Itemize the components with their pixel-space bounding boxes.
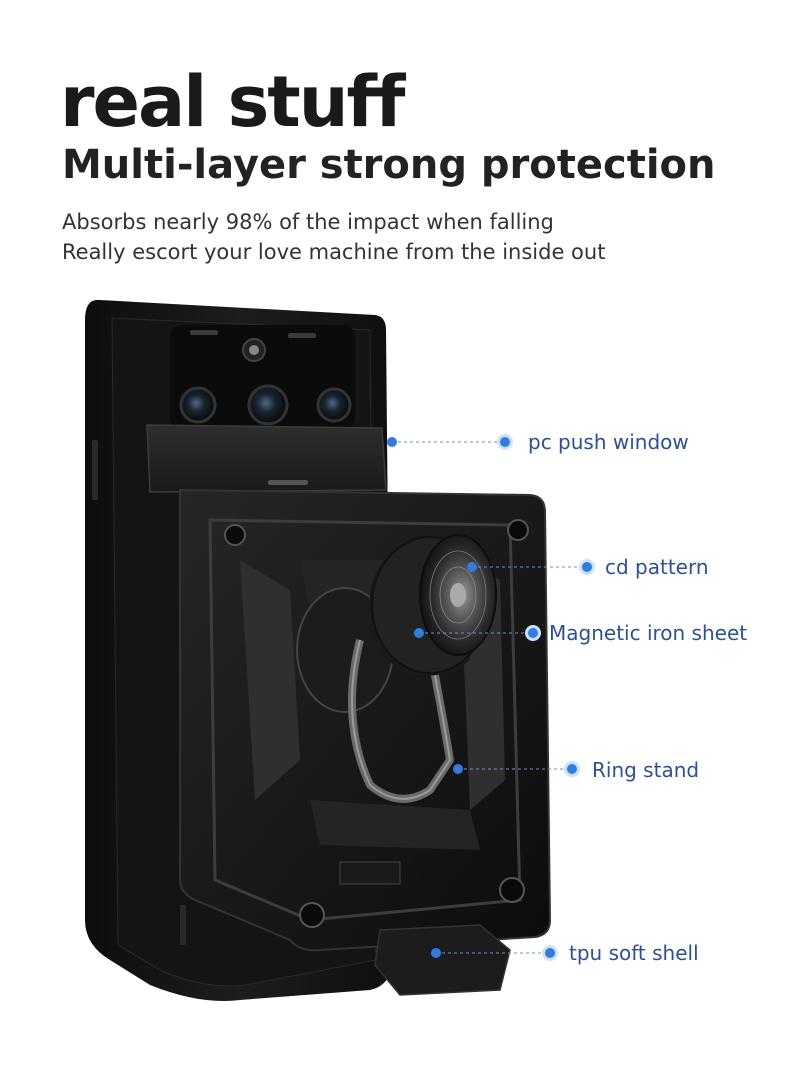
pc-push-window	[146, 424, 387, 493]
callout-label-ring-stand: Ring stand	[592, 758, 700, 782]
callout-dot-pc-push-window	[387, 434, 513, 450]
ring-stand	[348, 639, 454, 803]
tpu-soft-shell	[374, 924, 511, 996]
callout-dot-tpu-soft-shell	[431, 945, 558, 961]
subheadline: Multi-layer strong protection	[62, 142, 716, 188]
callout-dot-cd-pattern	[467, 559, 595, 575]
callout-label-pc-push-window: pc push window	[528, 430, 689, 454]
headline: real stuff	[60, 61, 405, 143]
cd-pattern-knob	[370, 534, 497, 676]
description-line-2: Really escort your love machine from the…	[62, 240, 606, 264]
description-line-1: Absorbs nearly 98% of the impact when fa…	[62, 210, 554, 234]
callout-dot-magnetic-iron-sheet	[414, 625, 541, 641]
callout-dot-ring-stand	[453, 761, 580, 777]
callout-dots	[387, 434, 595, 961]
callout-label-cd-pattern: cd pattern	[605, 555, 709, 579]
armor-plate	[179, 488, 552, 952]
callout-label-magnetic-iron-sheet: Magnetic iron sheet	[549, 621, 748, 645]
callout-leaders	[392, 441, 587, 954]
camera-module	[170, 325, 355, 430]
callout-label-tpu-soft-shell: tpu soft shell	[569, 941, 699, 965]
